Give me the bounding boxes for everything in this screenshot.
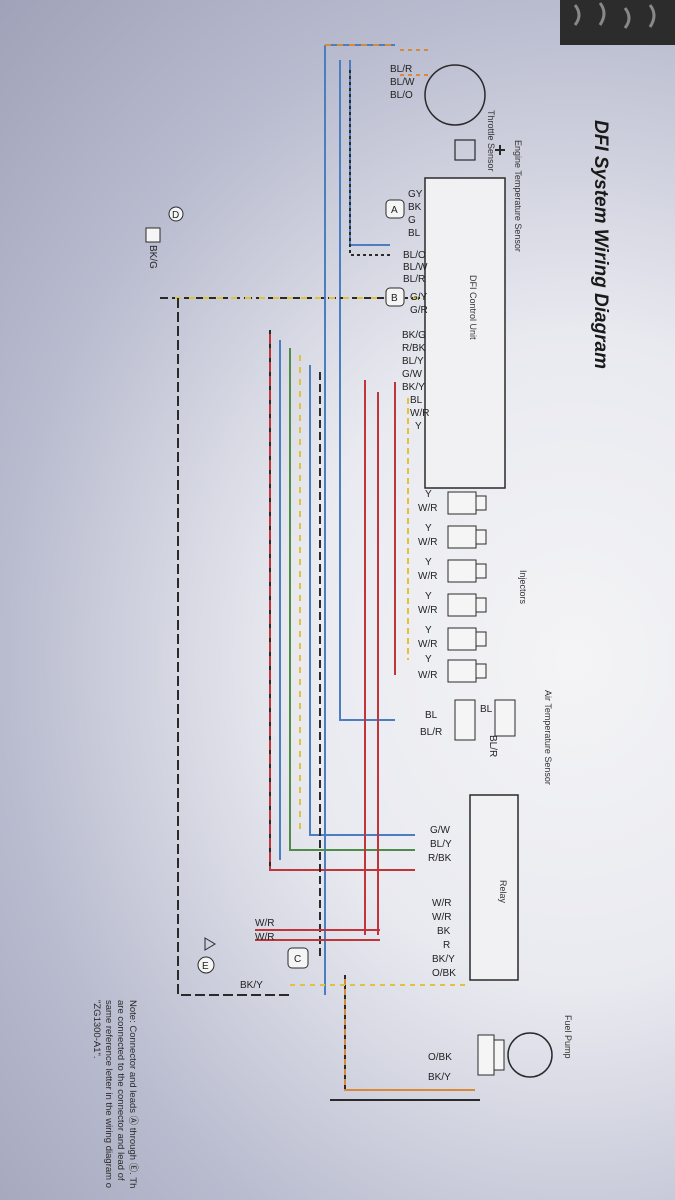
- wire-label: G/R: [410, 305, 428, 316]
- injector: Y W/R: [418, 489, 487, 515]
- wire-label: BL/W: [390, 77, 415, 88]
- wire-label: Y: [425, 557, 432, 568]
- connector-b-label: B: [391, 293, 398, 304]
- wire-label: BL/R: [487, 735, 498, 757]
- note-line-3: same reference letter in the wiring diag…: [103, 1000, 114, 1188]
- dfi-control-unit: DFI Control Unit A GY BK G BL BL/O BL/W …: [385, 177, 506, 489]
- wire-label: BL/O: [403, 250, 426, 261]
- connector-e: E: [197, 937, 216, 974]
- wire-label: O/BK: [432, 968, 456, 979]
- wire-label: W/R: [432, 898, 451, 909]
- wire-label: BL/Y: [402, 356, 424, 367]
- wire-label: W/R: [418, 605, 437, 616]
- wire-label: GY: [408, 189, 423, 200]
- wire-label: BL/R: [403, 274, 425, 285]
- air-temp-label: Air Temperature Sensor: [543, 690, 553, 785]
- wire-label: W/R: [418, 670, 437, 681]
- relay: Relay G/W BL/Y R/BK W/R W/R BK R BK/Y O/…: [428, 794, 519, 981]
- wire-label: BL/W: [403, 262, 428, 273]
- relay-label: Relay: [498, 880, 508, 904]
- wire-label: BK: [408, 202, 422, 213]
- wire-label: Y: [425, 625, 432, 636]
- engine-temperature-sensor: Engine Temperature Sensor: [454, 139, 523, 252]
- connector-d-label: D: [172, 210, 179, 221]
- wire-label: BK: [437, 926, 451, 937]
- wire-label: G/W: [402, 369, 423, 380]
- injector: Y W/R: [418, 591, 487, 617]
- injector: Y W/R: [418, 523, 487, 549]
- wire-label: BK/G: [402, 330, 426, 341]
- injector: Y W/R: [418, 625, 487, 651]
- diagram-title: DFI System Wiring Diagram: [590, 120, 611, 369]
- connector-c: W/R W/R C BK/Y: [240, 918, 309, 991]
- wire-label: BL/R: [390, 64, 412, 75]
- wire-label: BL: [480, 704, 493, 715]
- wire-label: BL: [410, 395, 423, 406]
- connector-c-label: C: [294, 954, 301, 965]
- wire-label: BL/Y: [430, 839, 452, 850]
- wire-label: R/BK: [402, 343, 426, 354]
- wire-label: BL/O: [390, 90, 413, 101]
- wire-label: Y: [415, 421, 422, 432]
- note-line-2: are connected to the connector and lead …: [115, 1000, 126, 1181]
- fuel-pump: Fuel Pump O/BK BK/Y: [428, 1015, 573, 1083]
- wire-label: Y: [425, 654, 432, 665]
- throttle-sensor-label: Throttle Sensor: [486, 110, 496, 172]
- wire-label: W/R: [418, 639, 437, 650]
- air-temperature-sensor: Air Temperature Sensor BL BL/R BL BL/R: [420, 690, 553, 785]
- wire-label: Y: [425, 591, 432, 602]
- connector-e-label: E: [202, 961, 209, 972]
- injector: Y W/R: [418, 654, 487, 683]
- fuel-pump-label: Fuel Pump: [563, 1015, 573, 1059]
- wire-label: BK/Y: [432, 954, 455, 965]
- wire-label: W/R: [255, 918, 274, 929]
- wire-label: W/R: [255, 932, 274, 943]
- wire-label: BK/G: [147, 245, 158, 269]
- control-unit-label: DFI Control Unit: [468, 275, 478, 340]
- wire-bundles: [160, 44, 480, 1101]
- binder-rings: [560, 0, 675, 45]
- wire-label: Y: [425, 489, 432, 500]
- wire-label: R/BK: [428, 853, 452, 864]
- wire-label: BK/Y: [428, 1072, 451, 1083]
- wire-label: O/BK: [428, 1052, 452, 1063]
- wire-label: W/R: [418, 503, 437, 514]
- injectors-label: Injectors: [518, 570, 528, 605]
- wire-label: BL: [408, 228, 421, 239]
- injector: Y W/R: [418, 557, 487, 583]
- note-line-4: "ZG1300-A1".: [91, 1000, 102, 1059]
- wire-label: G/Y: [410, 292, 428, 303]
- wire-label: BK/Y: [240, 980, 263, 991]
- connector-d: D BK/G: [145, 206, 184, 269]
- wire-label: BL/R: [420, 727, 442, 738]
- note-block: Note: Connector and leads Ⓐ through Ⓔ. T…: [91, 1000, 138, 1188]
- wire-label: BK/Y: [402, 382, 425, 393]
- engine-temp-label: Engine Temperature Sensor: [513, 140, 523, 252]
- wire-label: G/W: [430, 825, 451, 836]
- wire-label: W/R: [410, 408, 429, 419]
- throttle-sensor: Throttle Sensor BL/R BL/W BL/O: [390, 64, 496, 172]
- wire-label: BL: [425, 710, 438, 721]
- wire-label: W/R: [432, 912, 451, 923]
- wire-label: Y: [425, 523, 432, 534]
- wire-label: W/R: [418, 537, 437, 548]
- wire-label: G: [408, 215, 416, 226]
- connector-a-label: A: [391, 205, 398, 216]
- injectors: Injectors Y W/R Y W/R Y W/R Y W/R Y W/R: [418, 489, 528, 683]
- wire-label: W/R: [418, 571, 437, 582]
- wire-label: R: [443, 940, 450, 951]
- note-line-1: Note: Connector and leads Ⓐ through Ⓔ. T…: [127, 1000, 138, 1188]
